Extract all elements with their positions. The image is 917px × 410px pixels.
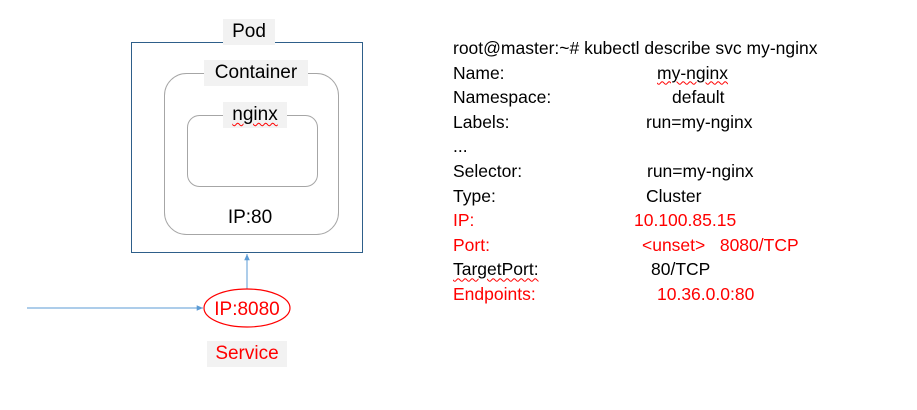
service-label: Service — [207, 341, 287, 367]
service-port-ellipse — [203, 288, 291, 328]
service-port-label: IP:8080 — [214, 299, 280, 320]
container-label: Container — [204, 60, 308, 86]
nginx-label: nginx — [223, 102, 287, 128]
pod-label: Pod — [223, 19, 275, 45]
container-port-label: IP:80 — [228, 207, 272, 228]
